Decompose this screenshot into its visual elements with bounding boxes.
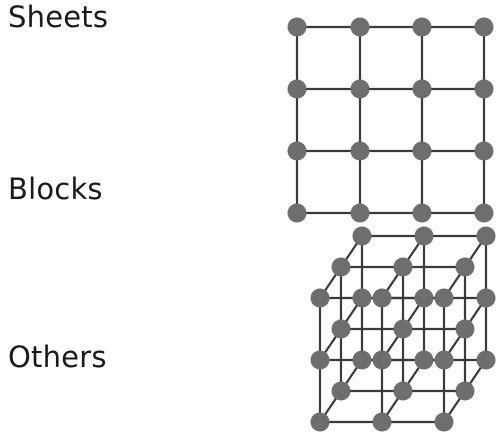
- cube-node: [434, 350, 454, 370]
- grid-node: [412, 203, 432, 223]
- grid-node: [350, 79, 370, 99]
- cube-node: [393, 319, 413, 339]
- cube-node: [434, 412, 454, 432]
- cube-node: [393, 381, 413, 401]
- grid-node: [474, 79, 494, 99]
- cube-node: [352, 350, 372, 370]
- cube-node: [331, 319, 351, 339]
- cube-node: [414, 350, 434, 370]
- grid-nodes: [287, 17, 494, 223]
- cube-node: [434, 288, 454, 308]
- grid-node: [350, 141, 370, 161]
- grid-node: [287, 17, 307, 37]
- cube-node: [310, 350, 330, 370]
- grid-node: [412, 79, 432, 99]
- label-blocks: Blocks: [8, 172, 103, 206]
- cube-node: [352, 288, 372, 308]
- cube-node: [393, 257, 413, 277]
- grid-edges: [295, 25, 486, 215]
- grid-node: [474, 141, 494, 161]
- cube-node: [331, 257, 351, 277]
- grid-node: [474, 17, 494, 37]
- grid-node: [350, 203, 370, 223]
- grid-node: [474, 203, 494, 223]
- cube-node: [331, 381, 351, 401]
- cube-node: [476, 350, 496, 370]
- cube-node: [372, 412, 392, 432]
- grid-node: [412, 141, 432, 161]
- label-sheets: Sheets: [8, 0, 109, 34]
- label-others: Others: [8, 340, 107, 374]
- cube-node: [414, 226, 434, 246]
- cube-node: [310, 412, 330, 432]
- grid-node: [412, 17, 432, 37]
- cube-node: [414, 288, 434, 308]
- cube-node: [476, 226, 496, 246]
- cube-node: [372, 350, 392, 370]
- grid-node: [287, 79, 307, 99]
- grid-node: [350, 17, 370, 37]
- cube-node: [372, 288, 392, 308]
- cube-node: [310, 288, 330, 308]
- cube-node: [455, 257, 475, 277]
- cube-node: [455, 319, 475, 339]
- grid-node: [287, 141, 307, 161]
- cube-node: [455, 381, 475, 401]
- cube-node: [352, 226, 372, 246]
- grid-node: [287, 203, 307, 223]
- cube-node: [476, 288, 496, 308]
- cube-nodes: [310, 226, 496, 432]
